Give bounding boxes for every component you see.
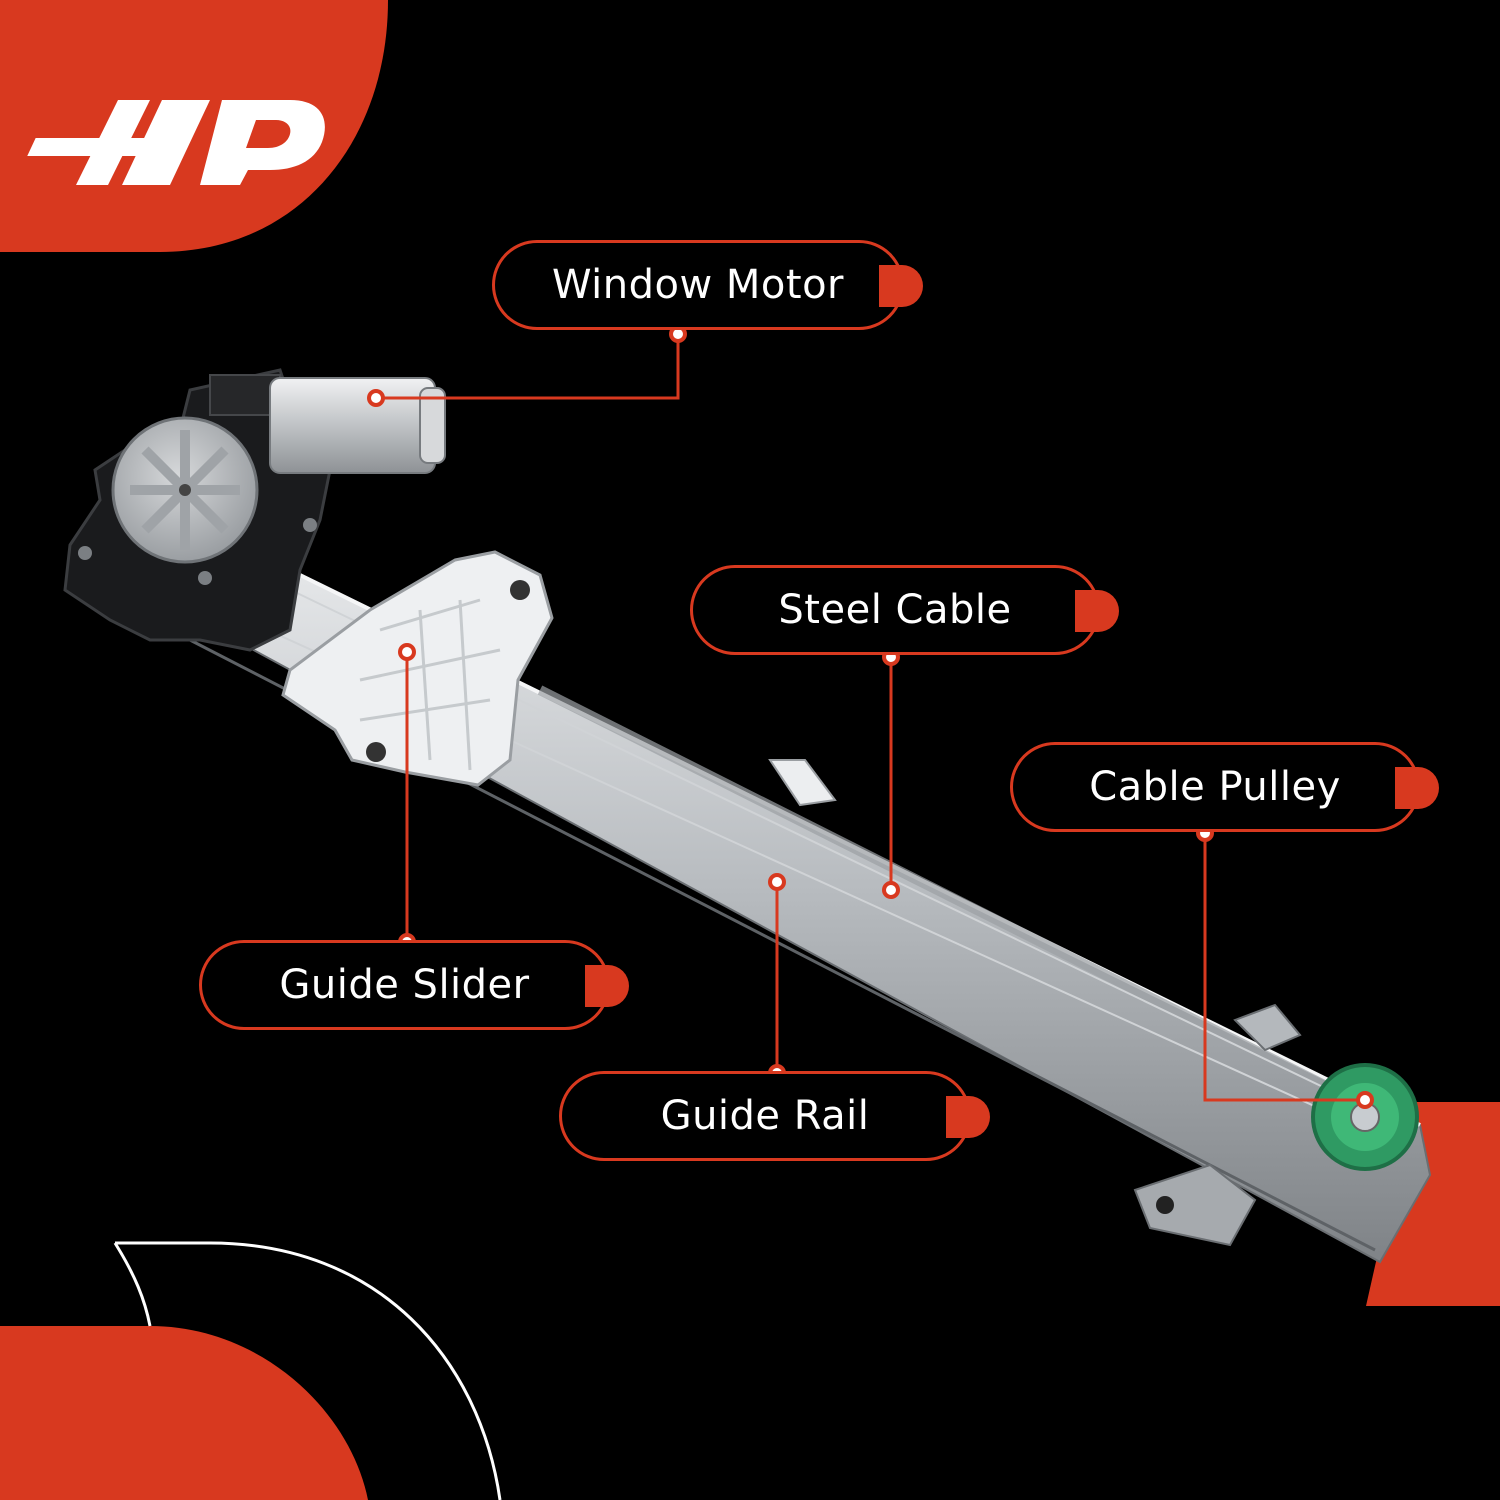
callout-window-motor: Window Motor [492,240,923,330]
callout-cable-pulley: Cable Pulley [1010,742,1439,832]
callout-label: Cable Pulley [1089,764,1341,810]
callout-tab [1075,590,1119,632]
cable-pulley [1311,1063,1419,1171]
corner-shape-bottom-right [1366,1102,1500,1306]
window-motor [269,377,446,474]
callout-tab [1395,767,1439,809]
callout-guide-rail: Guide Rail [559,1071,990,1161]
corner-shape-bottom-left [0,1326,368,1500]
callout-label: Window Motor [551,262,844,308]
guide-slider-ribs [359,598,501,771]
bracket-hole [1156,1196,1174,1214]
cable-clip [768,759,837,807]
callout-steel-cable: Steel Cable [690,565,1119,655]
mounting-bracket-tab [1233,1003,1302,1052]
callout-tab [946,1096,990,1138]
slider-hole [510,580,530,600]
corner-outline-bottom-left [115,1241,502,1500]
corner-outline-bottom-left-edge [113,1242,152,1327]
callout-label: Steel Cable [778,587,1012,633]
slider-hole [366,742,386,762]
leader-lines [376,334,1365,1102]
callout-guide-slider: Guide Slider [199,940,629,1030]
callout-tab [585,965,629,1007]
brand-logo [27,100,325,185]
mounting-bracket [1133,1163,1257,1247]
gear-cover [111,416,259,564]
callout-tab [879,265,923,307]
callout-label: Guide Slider [279,962,530,1008]
callout-label: Guide Rail [660,1093,870,1139]
